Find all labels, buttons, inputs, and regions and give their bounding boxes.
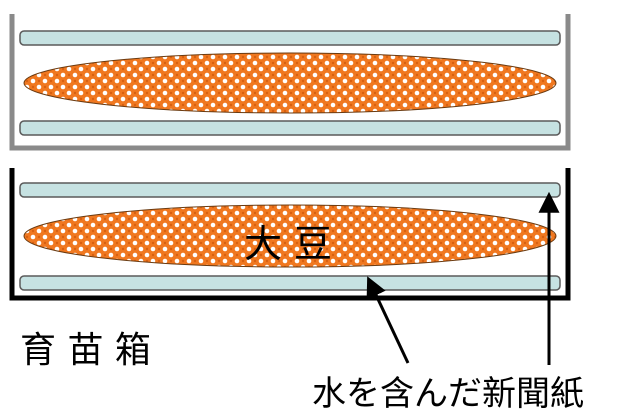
soybean-label: 大 豆 <box>244 222 332 266</box>
top-upper-newspaper <box>19 30 561 46</box>
top-soybean-layer <box>23 52 557 114</box>
bottom-soybean-layer <box>23 204 557 268</box>
newspaper-arrows <box>366 191 560 365</box>
arrow-to-lower-newspaper <box>366 276 410 364</box>
bottom-seedling-box: 大 豆 <box>9 168 571 301</box>
bottom-upper-newspaper <box>19 182 561 198</box>
wet-newspaper-label: 水を含んだ新聞紙 <box>312 374 584 414</box>
seedling-box-label: 育 苗 箱 <box>20 330 151 371</box>
bottom-lower-newspaper <box>19 275 561 291</box>
bottom-box-walls <box>9 168 571 301</box>
top-seedling-box <box>9 14 571 151</box>
top-box-walls <box>9 14 571 151</box>
top-lower-newspaper <box>19 120 561 136</box>
